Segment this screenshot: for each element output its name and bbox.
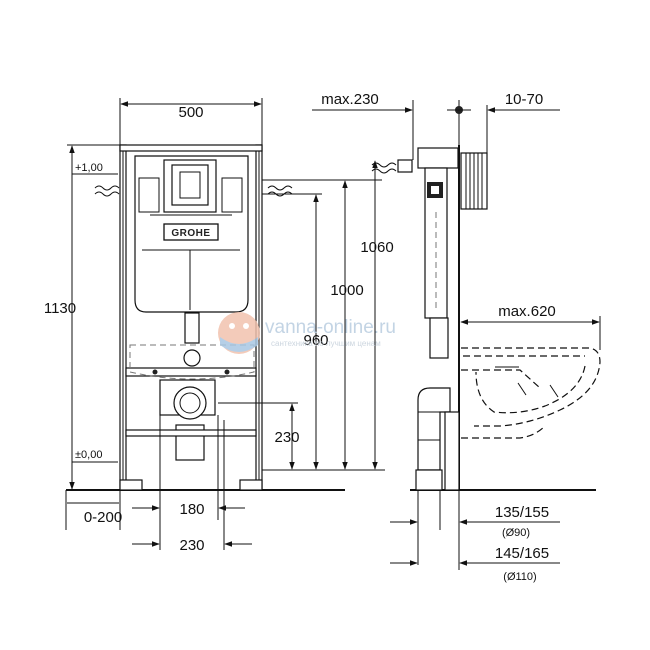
frame-crossbar bbox=[125, 367, 257, 377]
dim-1060-label: 1060 bbox=[360, 239, 393, 256]
watermark-tagline-text: сантехника по лучшим ценам bbox=[271, 339, 381, 348]
flush-pipe bbox=[184, 312, 200, 344]
dim-0-200-label: 0-200 bbox=[84, 509, 122, 526]
front-view: GROHE 500 1130 +1,00 ±0,00 bbox=[44, 98, 394, 554]
dim-145-165-label: 145/165 bbox=[495, 545, 549, 562]
inlet-pipe-left bbox=[94, 185, 120, 191]
frame-side-top bbox=[417, 147, 459, 169]
grohe-logo-text: GROHE bbox=[171, 228, 210, 239]
dim-1000-label: 1000 bbox=[330, 282, 363, 299]
frame-right-foot bbox=[239, 479, 263, 491]
dim-180-label: 180 bbox=[179, 501, 204, 518]
watermark: vanna-online.ru сантехника по лучшим цен… bbox=[218, 312, 396, 354]
toilet-outline-front bbox=[129, 344, 255, 380]
side-view: max.230 10-70 max.620 135/155 (Ø90) 145/… bbox=[312, 91, 601, 583]
dim-135-155-label: 135/155 bbox=[495, 504, 549, 521]
dim-d110-label: (Ø110) bbox=[503, 571, 536, 583]
grohe-logo bbox=[163, 223, 219, 241]
level-zero-label: ±0,00 bbox=[75, 449, 102, 461]
drain-bend-side bbox=[417, 387, 451, 471]
dim-230-height-label: 230 bbox=[274, 429, 299, 446]
frame-left-foot bbox=[119, 479, 143, 491]
dim-d90-label: (Ø90) bbox=[502, 527, 530, 539]
dim-960-label: 960 bbox=[303, 332, 328, 349]
watermark-site-text: vanna-online.ru bbox=[265, 317, 396, 338]
flush-plate-inner bbox=[171, 164, 209, 206]
dim-500-label: 500 bbox=[178, 104, 203, 121]
inlet-pipe-side bbox=[371, 162, 397, 168]
dim-10-70-label: 10-70 bbox=[505, 91, 543, 108]
frame-top-bar bbox=[119, 144, 263, 152]
level-top-label: +1,00 bbox=[75, 162, 103, 174]
dim-max230-label: max.230 bbox=[321, 91, 379, 108]
inlet-pipe-right bbox=[267, 185, 293, 191]
dim-230-width-label: 230 bbox=[179, 537, 204, 554]
dim-max620-label: max.620 bbox=[498, 303, 556, 320]
dim-1130-label: 1130 bbox=[44, 300, 76, 317]
toilet-bowl-outline bbox=[461, 347, 601, 427]
